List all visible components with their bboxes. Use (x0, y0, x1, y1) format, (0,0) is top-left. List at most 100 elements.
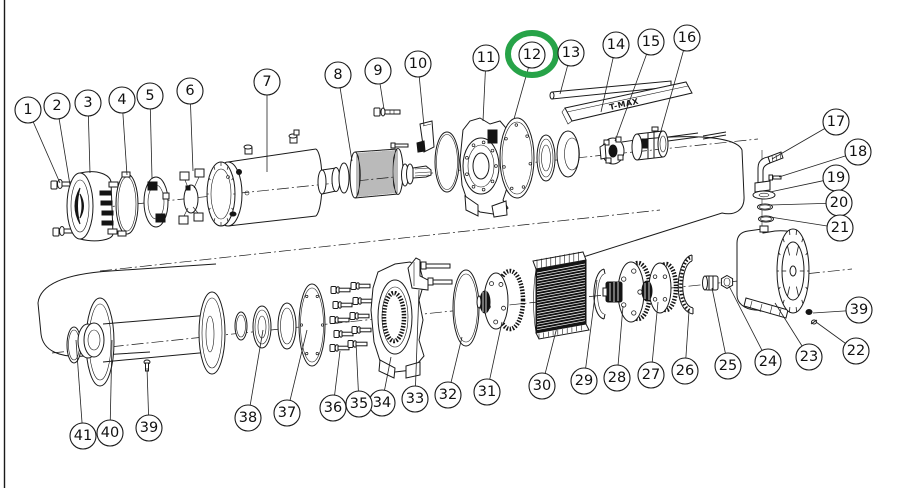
part-motor-body-7 (206, 129, 323, 227)
callout-6[interactable]: 6 (176, 77, 204, 172)
part-washer-19 (752, 190, 776, 200)
callout-3[interactable]: 3 (74, 89, 102, 174)
callout-number: 27 (642, 367, 660, 383)
callout-41[interactable]: 41 (69, 339, 97, 450)
callout-35[interactable]: 35 (345, 341, 373, 418)
callout-37[interactable]: 37 (273, 329, 308, 427)
part-bushing-40 (77, 322, 105, 359)
callout-38[interactable]: 38 (234, 329, 264, 432)
part-screws-1-2 (50, 179, 77, 237)
part-armature-8 (317, 148, 432, 199)
callout-39-right[interactable]: 39 (812, 296, 873, 324)
cable-loop-left (37, 263, 217, 357)
callout-number: 39 (140, 420, 158, 436)
callout-29[interactable]: 29 (570, 279, 598, 395)
callout-31[interactable]: 31 (473, 321, 503, 406)
part-brush-plate-5 (143, 176, 170, 228)
callout-7[interactable]: 7 (253, 68, 281, 172)
callout-number: 11 (477, 50, 495, 66)
callout-number: 19 (827, 170, 845, 186)
callout-34[interactable]: 34 (368, 356, 396, 417)
callout-19[interactable]: 19 (769, 164, 850, 193)
part-gasket-ring-12 (499, 117, 535, 199)
callout-23[interactable]: 23 (774, 302, 823, 371)
callout-number: 31 (478, 384, 496, 400)
callout-36[interactable]: 36 (319, 350, 347, 422)
callout-number: 5 (145, 88, 154, 104)
callout-26[interactable]: 26 (671, 310, 699, 385)
callout-number: 18 (849, 144, 867, 160)
callout-8[interactable]: 8 (324, 61, 353, 162)
cable-loop-right (569, 136, 745, 271)
callout-number: 14 (607, 37, 625, 53)
part-gear-housing-34 (370, 261, 425, 379)
callout-39-left[interactable]: 39 (135, 367, 163, 442)
part-bracket-33 (407, 257, 453, 291)
callout-18[interactable]: 18 (778, 138, 872, 178)
part-o-ring-41 (66, 326, 82, 364)
part-screw-set-35-36 (329, 282, 373, 352)
callout-10[interactable]: 10 (404, 50, 432, 127)
callout-33[interactable]: 33 (401, 289, 429, 413)
callout-13[interactable]: 13 (557, 39, 585, 95)
callout-24[interactable]: 24 (728, 285, 782, 376)
part-bearing-housing-11 (459, 117, 509, 218)
callout-40[interactable]: 40 (96, 339, 124, 447)
callout-number: 25 (719, 358, 737, 374)
callout-22[interactable]: 22 (815, 321, 870, 365)
callout-number: 22 (847, 343, 865, 359)
callout-number: 36 (324, 400, 342, 416)
callout-number: 34 (373, 395, 391, 411)
part-spacer-ring (234, 311, 248, 341)
callout-28[interactable]: 28 (603, 305, 631, 392)
callout-5[interactable]: 5 (136, 82, 164, 179)
callout-number: 39 (850, 302, 868, 318)
callout-number: 23 (800, 349, 818, 365)
callout-20[interactable]: 20 (769, 189, 853, 217)
part-clutch-dog-15 (599, 136, 625, 165)
callout-25[interactable]: 25 (711, 287, 742, 380)
callout-number: 17 (827, 114, 845, 130)
callout-1[interactable]: 1 (14, 96, 61, 184)
callout-30[interactable]: 30 (528, 326, 558, 400)
part-seal-37 (277, 283, 326, 367)
callout-number: 29 (575, 373, 593, 389)
part-plug-39-right (805, 309, 813, 315)
callout-16[interactable]: 16 (658, 24, 701, 139)
callout-27[interactable]: 27 (637, 301, 665, 389)
callout-number: 2 (52, 98, 61, 114)
callout-9[interactable]: 9 (364, 57, 392, 110)
callout-2[interactable]: 2 (43, 92, 71, 186)
callout-17[interactable]: 17 (771, 108, 850, 160)
callout-number: 28 (608, 370, 626, 386)
callout-number: 40 (101, 425, 119, 441)
part-gasket-32 (452, 269, 480, 347)
callout-number: 38 (239, 410, 257, 426)
callout-32[interactable]: 32 (434, 336, 463, 409)
callout-number: 26 (676, 363, 694, 379)
part-bushing-25 (702, 275, 719, 291)
callout-number: 6 (185, 83, 194, 99)
part-key-10 (390, 120, 435, 153)
callout-number: 3 (83, 95, 92, 111)
callout-15[interactable]: 15 (614, 28, 665, 142)
part-snap-ring-29 (593, 268, 606, 320)
callout-number: 41 (74, 428, 92, 444)
callout-number: 4 (117, 92, 126, 108)
callout-number: 37 (278, 405, 296, 421)
part-planet-carrier-27 (641, 261, 679, 314)
callout-number: 13 (562, 45, 580, 61)
callout-number: 1 (23, 102, 32, 118)
callout-number: 15 (642, 34, 660, 50)
callout-number: 8 (333, 67, 342, 83)
part-end-cap-3 (66, 171, 119, 242)
part-brush-holder-6 (178, 168, 205, 225)
part-bearing-13area (536, 130, 580, 182)
callout-number: 12 (523, 47, 541, 63)
callout-21[interactable]: 21 (769, 214, 854, 242)
callout-4[interactable]: 4 (108, 86, 136, 176)
callout-11[interactable]: 11 (472, 44, 500, 122)
callout-number: 20 (830, 195, 848, 211)
callout-14[interactable]: 14 (600, 31, 630, 113)
callout-12[interactable]: 12 (505, 30, 559, 120)
